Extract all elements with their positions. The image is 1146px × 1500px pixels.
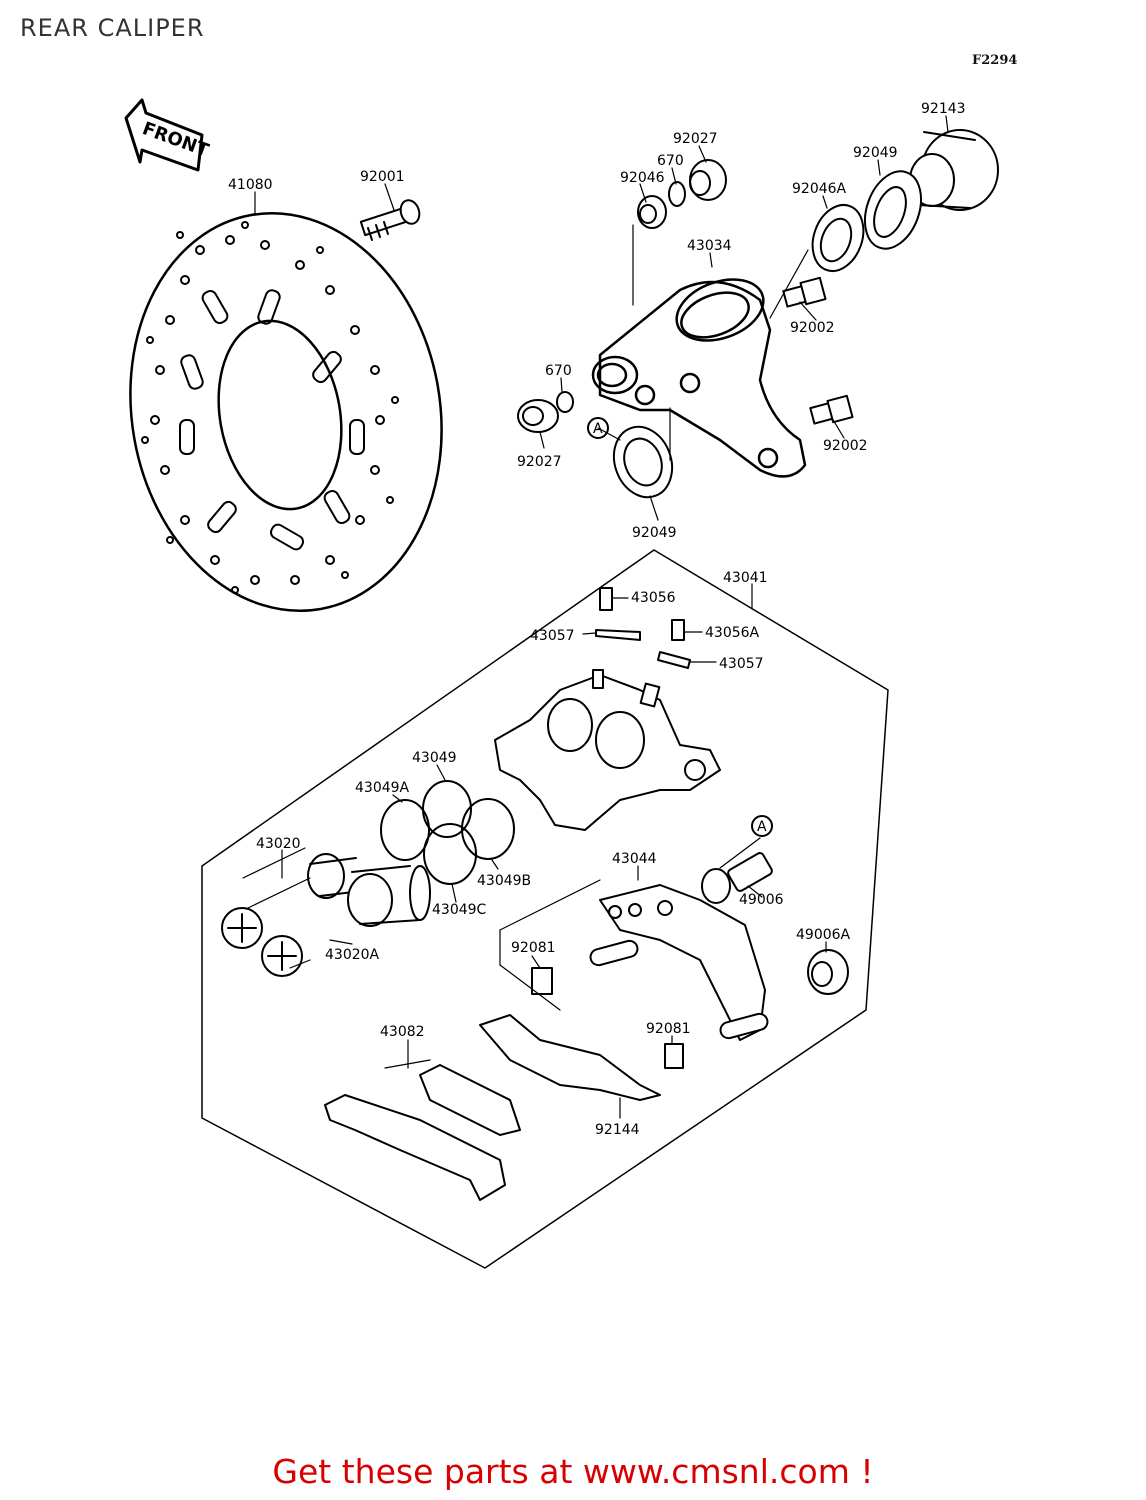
callout-41080: 41080: [228, 177, 273, 193]
ref-label-a-upper: A: [593, 421, 603, 437]
callout-43082: 43082: [380, 1024, 425, 1040]
callout-43057-upper: 43057: [530, 628, 575, 644]
callout-43049: 43049: [412, 750, 457, 766]
caliper-body: [494, 669, 721, 831]
page-title: REAR CALIPER: [20, 14, 205, 42]
collar-92027-upper: [689, 159, 727, 201]
clip-92081-lower: [664, 1043, 684, 1069]
callout-670-lower: 670: [545, 363, 572, 379]
callout-49006: 49006: [739, 892, 784, 908]
callout-43041: 43041: [723, 570, 768, 586]
callout-92049-lower: 92049: [632, 525, 677, 541]
callout-92046A: 92046A: [792, 181, 847, 197]
callout-43057-lower: 43057: [719, 656, 764, 672]
callout-43056: 43056: [631, 590, 676, 606]
ref-circle-a-upper: [587, 417, 609, 439]
bearing-92046A: [811, 204, 865, 272]
slide-pin-49006: [701, 852, 773, 904]
pad-insulators: [221, 907, 303, 977]
bleed-valve-43056: [599, 587, 613, 611]
footer-link[interactable]: Get these parts at www.cmsnl.com !: [272, 1452, 874, 1491]
boot-49006A: [807, 949, 849, 995]
leader-lines: [254, 115, 949, 1119]
ref-label-a-lower: A: [757, 819, 767, 835]
pad-holder-43044: [589, 884, 769, 1041]
seal-92049-lower: [612, 425, 674, 499]
callout-43056A: 43056A: [705, 625, 760, 641]
seal-92049-upper: [863, 170, 923, 250]
seal-43049B: [461, 798, 515, 860]
figure-code: F2294: [972, 53, 1018, 68]
seal-43049A: [380, 799, 430, 861]
callout-92081-lower: 92081: [646, 1021, 691, 1037]
bleed-bolt-92002-upper: [782, 276, 827, 308]
bolt-92001: [359, 199, 421, 241]
guide-lines: [242, 224, 809, 1069]
callout-92027-lower: 92027: [517, 454, 562, 470]
callout-43049B: 43049B: [477, 873, 531, 889]
pad-spring-92144: [479, 1014, 661, 1101]
brake-disc-41080: [129, 211, 443, 613]
o-ring-670-upper: [668, 181, 686, 207]
callout-670-upper: 670: [657, 153, 684, 169]
callout-49006A: 49006A: [796, 927, 851, 943]
callout-43020A: 43020A: [325, 947, 380, 963]
bleed-cap-43057-upper: [595, 629, 641, 641]
bleed-bolt-92002-lower: [809, 394, 854, 425]
callout-92081-upper: 92081: [511, 940, 556, 956]
o-ring-670-lower: [556, 391, 574, 413]
callout-labels: 41080 92001 92027 670 92046 92049 92143 …: [228, 101, 966, 1138]
callout-43020: 43020: [256, 836, 301, 852]
callout-43034: 43034: [687, 238, 732, 254]
callout-92049-upper: 92049: [853, 145, 898, 161]
ref-circle-a-lower: [751, 815, 773, 837]
piston-43020A: [347, 865, 431, 927]
callout-92143: 92143: [921, 101, 966, 117]
callout-92001: 92001: [360, 169, 405, 185]
clip-92081-upper: [531, 967, 553, 995]
collar-92143: [909, 129, 999, 211]
callout-43044: 43044: [612, 851, 657, 867]
callout-43049A: 43049A: [355, 780, 410, 796]
bleed-valve-43056A: [671, 619, 685, 641]
callout-43049C: 43049C: [432, 902, 487, 918]
caliper-bracket-43034: [591, 278, 807, 478]
callout-92002-lower: 92002: [823, 438, 868, 454]
callout-92027-upper: 92027: [673, 131, 718, 147]
callout-92002-upper: 92002: [790, 320, 835, 336]
bearing-92046: [637, 195, 667, 229]
brake-pad-43082: [324, 1064, 521, 1201]
callout-92144: 92144: [595, 1122, 640, 1138]
collar-92027-lower: [517, 399, 559, 433]
seal-43049C: [423, 823, 477, 885]
bleed-cap-43057-lower: [657, 651, 691, 669]
front-arrow-icon: FRONT: [124, 98, 212, 172]
callout-92046: 92046: [620, 170, 665, 186]
assembly-box-43041: [201, 549, 889, 1269]
